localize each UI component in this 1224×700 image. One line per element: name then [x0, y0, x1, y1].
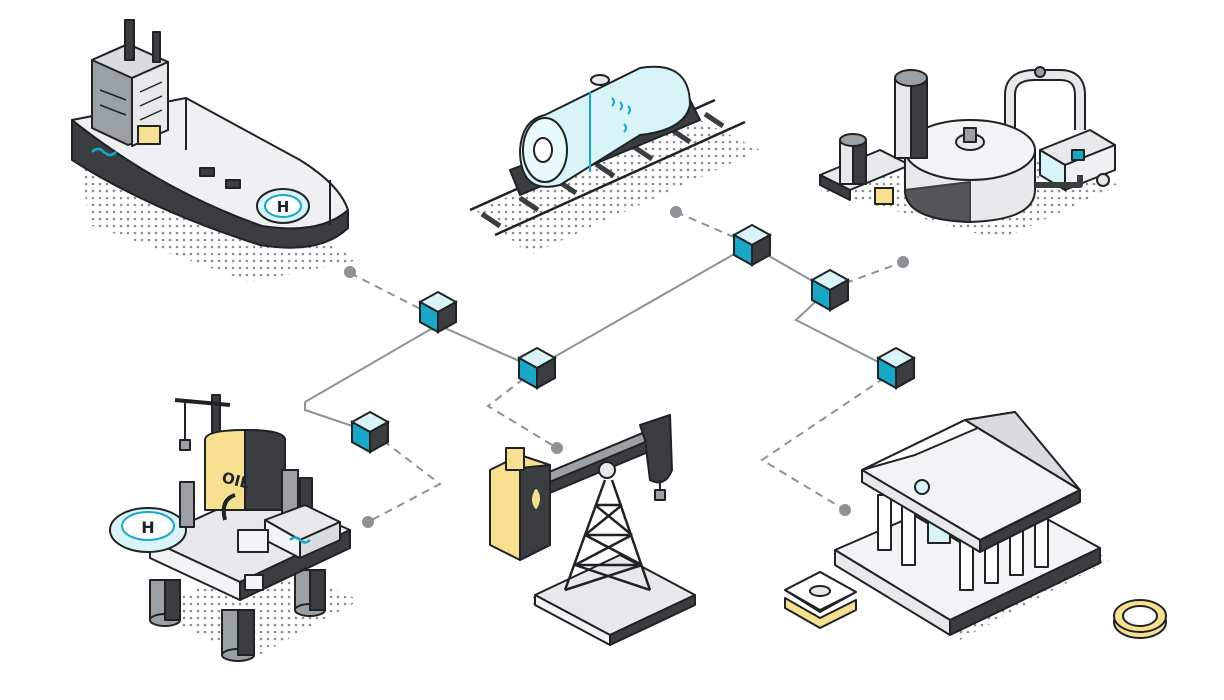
ship-helipad-label: H	[277, 198, 290, 216]
block-cube-icon	[733, 224, 771, 266]
link-solid	[304, 402, 371, 433]
connector-dot	[839, 504, 851, 516]
link-dashed	[760, 369, 897, 511]
link-dashed	[367, 431, 442, 523]
train-tank-icon	[469, 65, 760, 255]
connector-dot	[551, 442, 563, 454]
connector-dot	[897, 256, 909, 268]
link-dashed	[349, 272, 439, 319]
banknotes-icon	[784, 571, 857, 629]
coin-icon	[1113, 599, 1167, 639]
link-dashed	[486, 369, 558, 449]
network-connectors	[304, 206, 909, 528]
connector-dot	[344, 266, 356, 278]
block-cube-icon	[811, 269, 849, 311]
connector-dot	[670, 206, 682, 218]
block-cube-icon	[518, 347, 556, 389]
bank-icon	[784, 411, 1167, 640]
block-cube-icon	[877, 347, 915, 389]
link-dashed	[831, 261, 904, 289]
blockchain-blocks	[351, 224, 915, 453]
block-cube-icon	[351, 411, 389, 453]
pumpjack-icon	[489, 414, 700, 646]
rig-helipad-label: H	[141, 518, 154, 537]
block-cube-icon	[419, 291, 457, 333]
oil-rig-icon: H OIL	[109, 394, 360, 662]
ship-icon: H	[71, 19, 360, 282]
connector-dot	[362, 516, 374, 528]
link-solid	[304, 243, 829, 403]
refinery-icon	[819, 66, 1120, 240]
